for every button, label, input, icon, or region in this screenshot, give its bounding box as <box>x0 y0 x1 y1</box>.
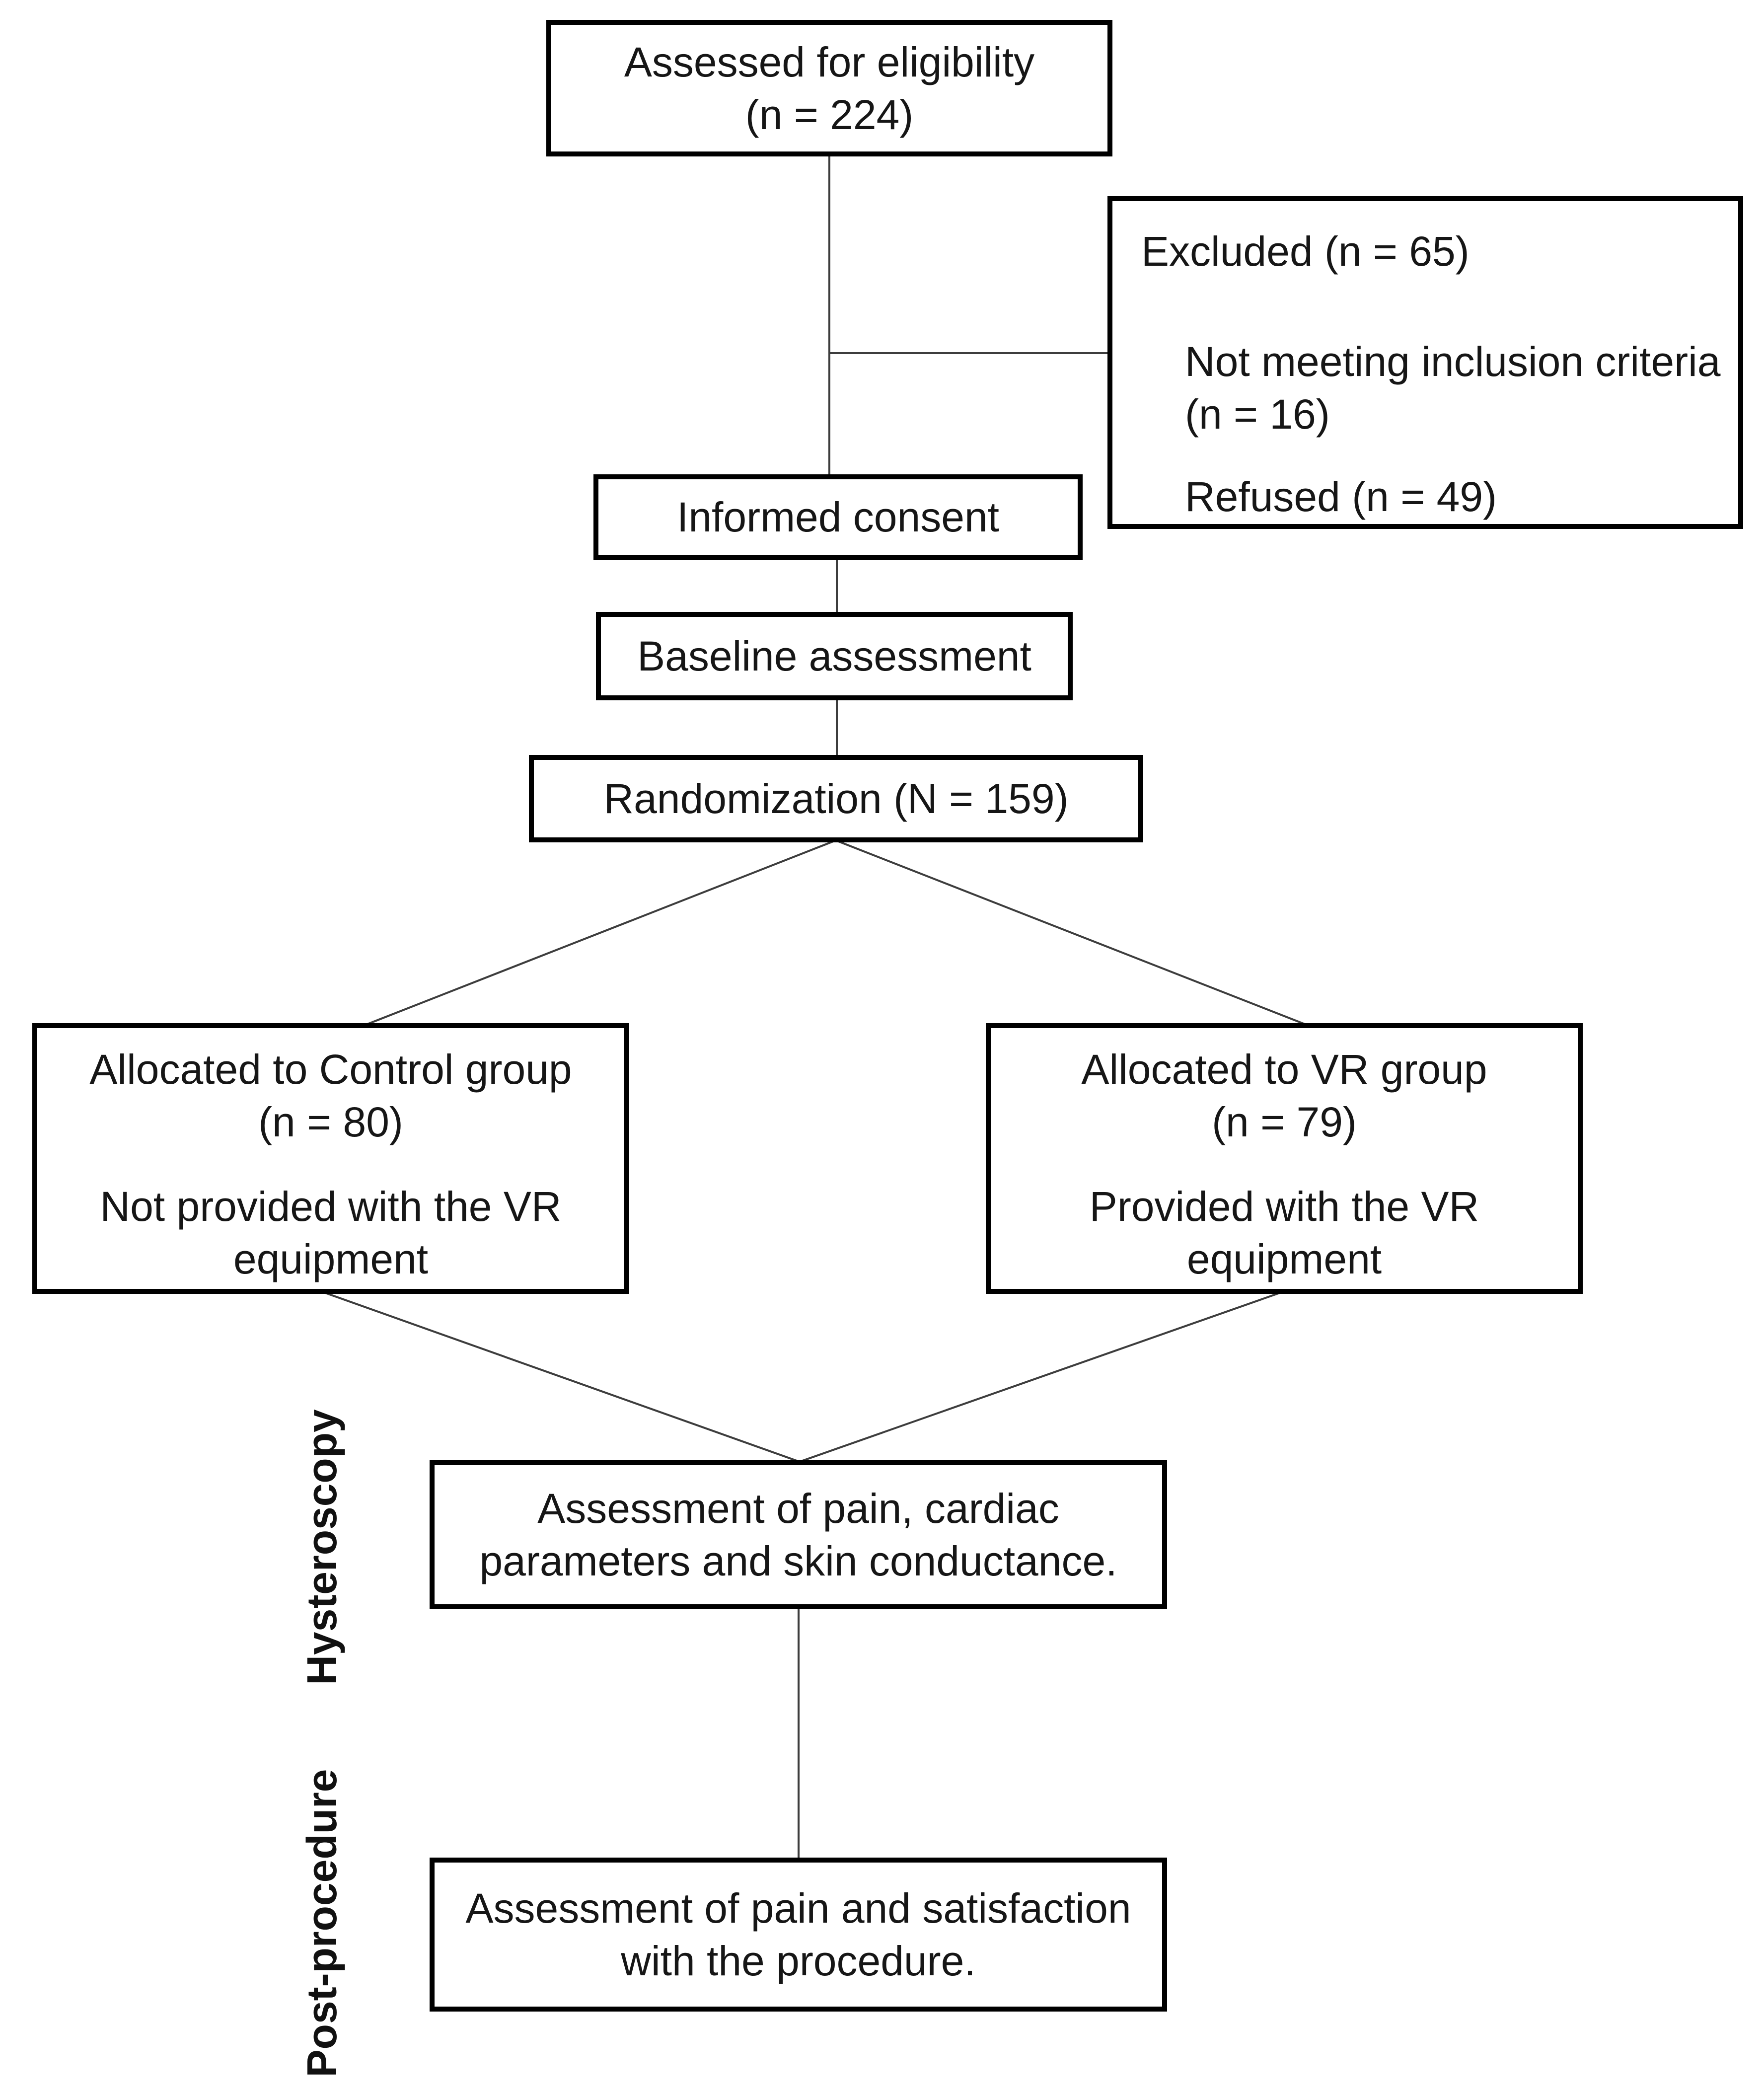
hysteroscopy-assessment-label: Assessment of pain, cardiac parameters a… <box>479 1485 1117 1584</box>
assessed-line1: Assessed for eligibility <box>624 38 1035 85</box>
control-detail: Not provided with the VR equipment <box>100 1183 562 1282</box>
vr-line1: Allocated to VR group <box>1081 1046 1487 1093</box>
connector-randomization-to-vr <box>835 839 1307 1026</box>
vr-detail: Provided with the VR equipment <box>1089 1183 1479 1282</box>
post-procedure-phase-label: Post-procedure <box>298 1769 345 2078</box>
excluded-reason1-line2: (n = 16) <box>1185 391 1330 438</box>
control-group-header: Allocated to Control group (n = 80) <box>89 1043 572 1148</box>
post-procedure-assessment-box: Assessment of pain and satisfaction with… <box>430 1858 1167 2012</box>
connector-control-to-assessment <box>323 1291 800 1463</box>
assessed-eligibility-box: Assessed for eligibility (n = 224) <box>546 20 1112 156</box>
vr-group-header: Allocated to VR group (n = 79) <box>1081 1043 1487 1148</box>
baseline-assessment-box: Baseline assessment <box>596 612 1073 700</box>
vr-line2: (n = 79) <box>1212 1099 1357 1145</box>
excluded-box: Excluded (n = 65) Not meeting inclusion … <box>1107 196 1743 529</box>
hysteroscopy-assessment-box: Assessment of pain, cardiac parameters a… <box>430 1460 1167 1609</box>
connector-randomization-to-control <box>366 839 836 1026</box>
excluded-reason-refused: Refused (n = 49) <box>1185 473 1497 520</box>
informed-consent-box: Informed consent <box>593 474 1083 560</box>
hysteroscopy-phase-label: Hysteroscopy <box>298 1409 345 1685</box>
connector-vr-to-assessment <box>799 1291 1282 1463</box>
control-group-box: Allocated to Control group (n = 80) Not … <box>32 1023 629 1294</box>
randomization-label: Randomization (N = 159) <box>603 775 1069 822</box>
assessed-line2: (n = 224) <box>745 91 914 138</box>
post-procedure-assessment-label: Assessment of pain and satisfaction with… <box>465 1885 1131 1984</box>
excluded-reason-not-meeting: Not meeting inclusion criteria (n = 16) <box>1185 335 1723 441</box>
excluded-reason1-line1: Not meeting inclusion criteria <box>1185 338 1721 385</box>
informed-consent-label: Informed consent <box>676 494 1000 540</box>
randomization-box: Randomization (N = 159) <box>529 755 1143 842</box>
control-line1: Allocated to Control group <box>89 1046 572 1093</box>
control-line2: (n = 80) <box>258 1099 403 1145</box>
baseline-assessment-label: Baseline assessment <box>637 633 1031 679</box>
excluded-title: Excluded (n = 65) <box>1141 228 1470 275</box>
vr-group-box: Allocated to VR group (n = 79) Provided … <box>986 1023 1583 1294</box>
